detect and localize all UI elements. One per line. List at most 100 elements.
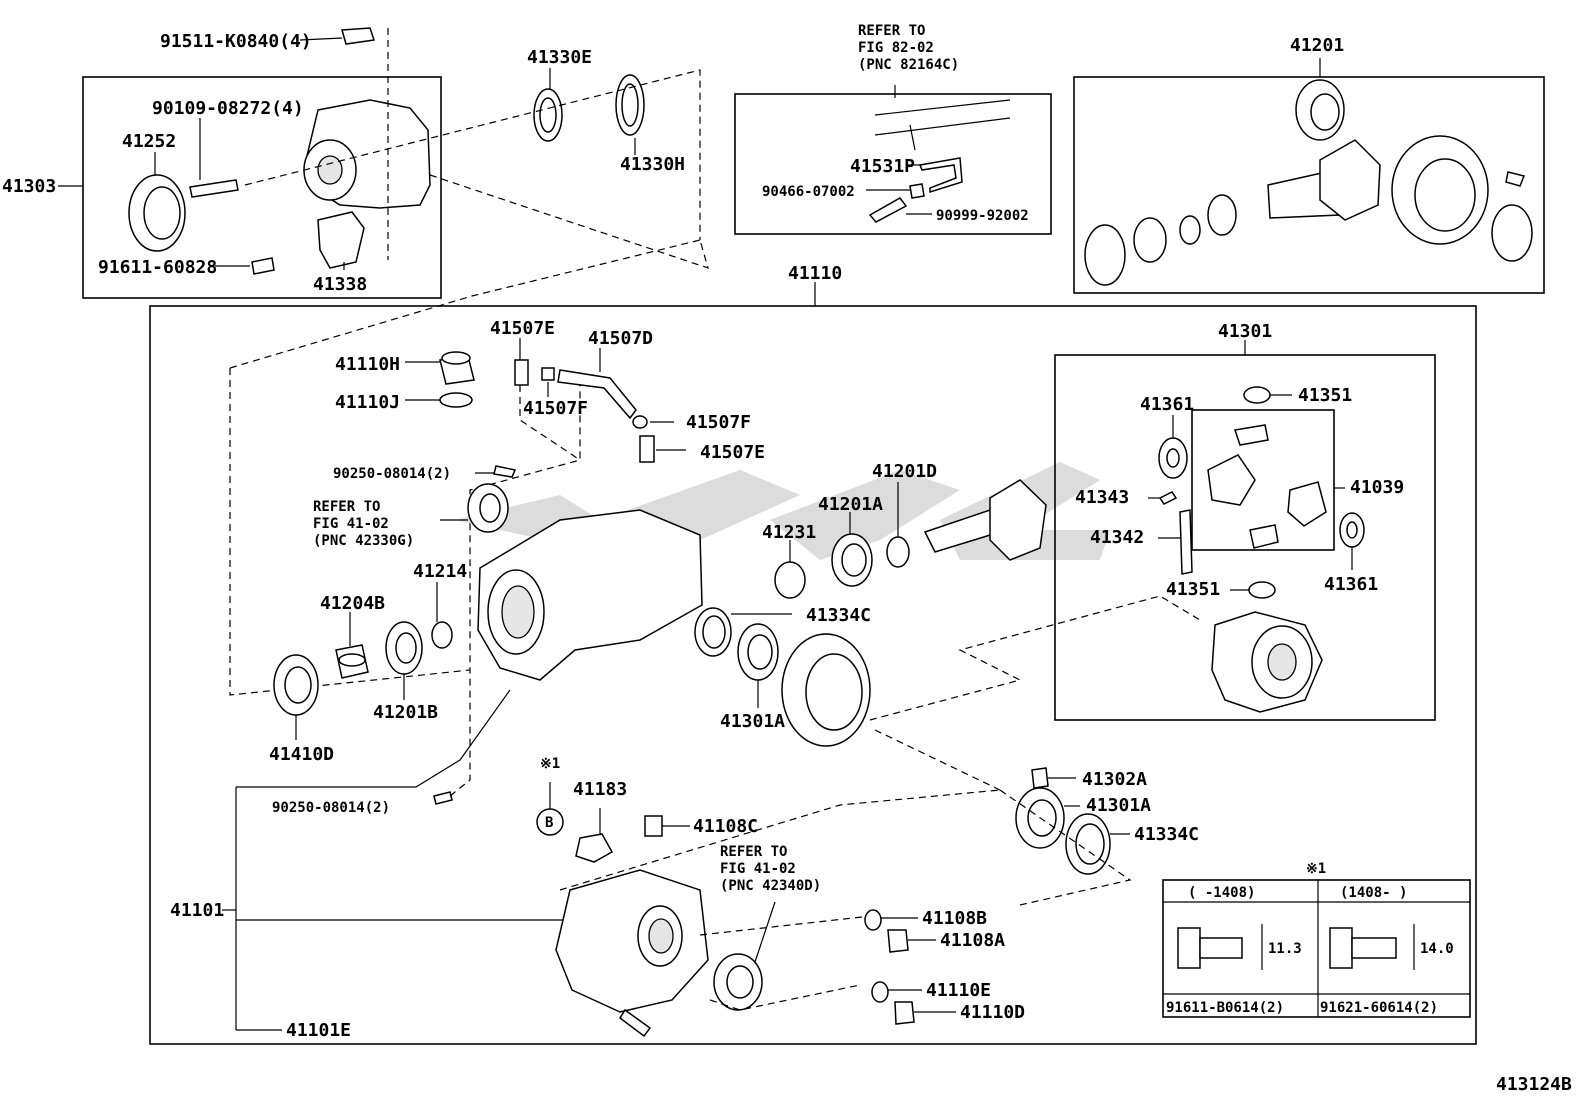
label-41410d: 41410D <box>269 744 334 765</box>
breather-41507e-b[interactable] <box>639 435 655 463</box>
label-41303: 41303 <box>2 176 56 197</box>
side-gear-a[interactable] <box>1207 454 1256 506</box>
table-col1-dim: 11.3 <box>1268 941 1302 957</box>
diagram-code: 413124B <box>1496 1074 1572 1095</box>
clip-90466[interactable] <box>909 183 925 199</box>
label-41204b: 41204B <box>320 593 385 614</box>
breather-41108c[interactable] <box>644 815 663 837</box>
label-41110j: 41110J <box>335 392 400 413</box>
label-41507d: 41507D <box>588 328 653 349</box>
label-41201b: 41201B <box>373 702 438 723</box>
bolt-41101e[interactable] <box>618 1008 652 1038</box>
pin-90250-b[interactable] <box>433 791 453 805</box>
label-41108b: 41108B <box>922 908 987 929</box>
box-82-02 <box>734 93 1052 235</box>
gasket-41108b[interactable] <box>864 909 882 931</box>
label-41108a: 41108A <box>940 930 1005 951</box>
table-col2-header: (1408- ) <box>1340 885 1407 901</box>
note-1: ※1 <box>540 756 560 772</box>
label-90999: 90999-92002 <box>936 208 1029 224</box>
plug-41110d[interactable] <box>894 1001 915 1025</box>
plug-41108a[interactable] <box>887 929 909 953</box>
spacer-41231[interactable] <box>774 561 806 599</box>
bearing-b[interactable] <box>1133 217 1167 263</box>
box-41039 <box>1191 409 1335 551</box>
bolt-41201[interactable] <box>1505 171 1526 187</box>
label-41351-a: 41351 <box>1298 385 1352 406</box>
plate-41183[interactable] <box>575 833 614 863</box>
cover-41338[interactable] <box>317 211 365 269</box>
pin-41343[interactable] <box>1158 491 1178 505</box>
label-41214: 41214 <box>413 561 467 582</box>
bearing-d[interactable] <box>1491 204 1533 262</box>
gasket-41110j[interactable] <box>439 392 473 408</box>
bearing-a[interactable] <box>1084 224 1126 286</box>
ref-41b-line1: REFER TO <box>720 844 787 860</box>
label-41302a: 41302A <box>1082 769 1147 790</box>
label-41101e: 41101E <box>286 1020 351 1041</box>
clip-41507f-b[interactable] <box>632 415 648 429</box>
group-41301 <box>1054 340 1436 721</box>
washer-41351-b[interactable] <box>1248 581 1276 599</box>
label-41361-b: 41361 <box>1324 574 1378 595</box>
label-41231: 41231 <box>762 522 816 543</box>
clip-41507f[interactable] <box>541 367 555 381</box>
label-41334c-b: 41334C <box>1134 824 1199 845</box>
group-41531p <box>734 85 1052 235</box>
label-90250-a: 90250-08014(2) <box>333 466 451 482</box>
ref-82-line1: REFER TO <box>858 23 925 39</box>
differential-cover-41101[interactable] <box>555 869 709 1013</box>
table-col1-part: 91611-B0614(2) <box>1166 1000 1284 1016</box>
table-col1-header: ( -1408) <box>1188 885 1255 901</box>
bearing-c[interactable] <box>1207 194 1237 236</box>
box-41303 <box>82 76 442 299</box>
pin-90250-a[interactable] <box>493 465 517 478</box>
ref-41b-line3: (PNC 42340D) <box>720 878 821 894</box>
label-41110d: 41110D <box>960 1002 1025 1023</box>
label-41039: 41039 <box>1350 477 1404 498</box>
washer-41351-a[interactable] <box>1243 386 1271 404</box>
label-41330h: 41330H <box>620 154 685 175</box>
shim-41201d[interactable] <box>886 536 910 568</box>
label-41507f-a: 41507F <box>523 398 588 419</box>
label-41110h: 41110H <box>335 354 400 375</box>
ref-41a-line3: (PNC 42330G) <box>313 533 414 549</box>
bolt-icon-a <box>1177 927 1201 969</box>
table-col2-dim: 14.0 <box>1420 941 1454 957</box>
bolt-icon-b <box>1329 927 1353 969</box>
label-41301a-a: 41301A <box>720 711 785 732</box>
shaft-41342[interactable] <box>1179 509 1193 575</box>
bolt-length-table <box>1162 879 1471 1018</box>
label-41531p: 41531P <box>850 156 915 177</box>
pinion-gear-b[interactable] <box>1249 524 1279 549</box>
label-41507e-b: 41507E <box>700 442 765 463</box>
label-41252: 41252 <box>122 131 176 152</box>
side-gear-b[interactable] <box>1287 481 1327 527</box>
label-41101: 41101 <box>170 900 224 921</box>
label-41334c-a: 41334C <box>806 605 871 626</box>
bolt-91611-60828[interactable] <box>251 257 275 275</box>
label-41110: 41110 <box>788 263 842 284</box>
label-41201: 41201 <box>1290 35 1344 56</box>
ref-41a-line1: REFER TO <box>313 499 380 515</box>
bolt-41302a[interactable] <box>1031 767 1049 789</box>
hose-41507d[interactable] <box>557 369 637 420</box>
ring-41214[interactable] <box>431 621 453 649</box>
breather-41507e[interactable] <box>514 359 529 386</box>
label-41183: 41183 <box>573 779 627 800</box>
label-90109: 90109-08272(4) <box>152 98 304 119</box>
label-90250-b: 90250-08014(2) <box>272 800 390 816</box>
ref-82-line2: FIG 82-02 <box>858 40 934 56</box>
bolt-91511[interactable] <box>341 27 375 45</box>
gasket-41110e[interactable] <box>871 981 889 1003</box>
spacer[interactable] <box>1179 215 1201 245</box>
stud-bolt-90109[interactable] <box>189 179 239 198</box>
hose-90999[interactable] <box>868 197 908 223</box>
pinion-gear-a[interactable] <box>1234 424 1269 446</box>
label-41342: 41342 <box>1090 527 1144 548</box>
note-1b: ※1 <box>1306 861 1326 877</box>
group-41201 <box>1073 58 1545 294</box>
hose-41531p[interactable] <box>918 157 963 194</box>
ref-41b-line2: FIG 41-02 <box>720 861 796 877</box>
